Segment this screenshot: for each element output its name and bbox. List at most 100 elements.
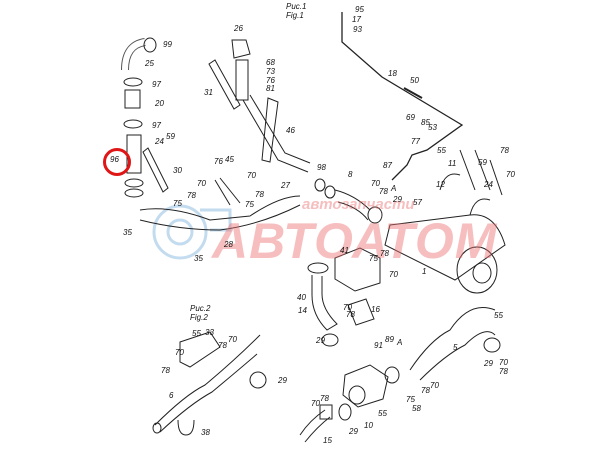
part-number-label: 78: [500, 146, 509, 155]
part-number-label: 25: [145, 59, 154, 68]
part-number-label: 78: [255, 190, 264, 199]
part-number-label: 81: [266, 84, 275, 93]
part-number-label: 41: [340, 246, 349, 255]
pipe-14-assembly: [307, 247, 381, 347]
part-number-label: 55: [437, 146, 446, 155]
part-number-label: 75: [406, 395, 415, 404]
part-number-label: 70: [371, 179, 380, 188]
part-number-label: 28: [224, 240, 233, 249]
part-number-label: 29: [349, 427, 358, 436]
part-number-label: 8: [348, 170, 353, 179]
part-number-label: 70: [311, 399, 320, 408]
part-number-label: 98: [317, 163, 326, 172]
watermark-subtitle: автозапчасти: [302, 196, 415, 213]
part-number-label: 78: [421, 386, 430, 395]
part-number-label: 18: [388, 69, 397, 78]
part-number-label: 99: [163, 40, 172, 49]
part-number-label: 75: [369, 254, 378, 263]
part-number-label: 16: [371, 305, 380, 314]
part-number-label: 55: [378, 409, 387, 418]
part-number-label: 89: [385, 335, 394, 344]
part-number-label: 57: [413, 198, 422, 207]
part-number-label: 24: [484, 180, 493, 189]
pipe-5-assembly: [299, 307, 501, 443]
part-number-label: 27: [281, 181, 290, 190]
pipe-28: [139, 177, 301, 231]
part-number-label: 53: [428, 123, 437, 132]
figure1-caption: Рис.1 Fig.1: [286, 2, 307, 21]
part-number-label: 70: [506, 170, 515, 179]
part-number-label: 78: [187, 191, 196, 200]
part-number-label: 75: [173, 199, 182, 208]
highlight-circle: [103, 148, 131, 176]
part-number-label: 78: [346, 310, 355, 319]
part-number-label: 70: [228, 335, 237, 344]
part-number-label: 12: [436, 180, 445, 189]
watermark-brand: АВТОАТОМ: [212, 213, 498, 269]
part-number-label: 97: [152, 121, 161, 130]
part-number-label: 70: [343, 303, 352, 312]
part-number-label: 78: [218, 341, 227, 350]
figure2-caption: Рис.2 Fig.2: [190, 304, 211, 323]
figure2-title-ru: Рис.2: [190, 304, 211, 313]
part-number-label: 35: [194, 254, 203, 263]
part-number-label: 6: [169, 391, 174, 400]
part-number-label: 68: [266, 58, 275, 67]
part-number-label: 1: [422, 267, 427, 276]
part-number-label: 70: [197, 179, 206, 188]
part-number-label: 46: [286, 126, 295, 135]
part-number-label: 35: [123, 228, 132, 237]
part-number-label: 93: [353, 25, 362, 34]
part-number-label: 96: [110, 155, 119, 164]
figure2-title-en: Fig.2: [190, 312, 208, 322]
part-number-label: 14: [298, 306, 307, 315]
part-number-label: A: [397, 338, 403, 347]
part-number-label: 11: [448, 159, 457, 168]
part-number-label: 78: [320, 394, 329, 403]
muffler-assembly: [334, 149, 506, 294]
part-number-label: 33: [205, 328, 214, 337]
part-number-label: 76: [214, 157, 223, 166]
part-number-label: 29: [393, 195, 402, 204]
part-number-label: 78: [161, 366, 170, 375]
part-number-label: A: [391, 184, 397, 193]
rod-18: [341, 12, 464, 181]
part-number-label: 26: [234, 24, 243, 33]
part-number-label: 70: [247, 171, 256, 180]
part-number-label: 78: [499, 367, 508, 376]
part-number-label: 30: [173, 166, 182, 175]
part-number-label: 70: [175, 348, 184, 357]
part-number-label: 29: [484, 359, 493, 368]
part-number-label: 59: [478, 158, 487, 167]
part-number-label: 69: [406, 113, 415, 122]
part-number-label: 85: [421, 118, 430, 127]
part-number-label: 76: [266, 76, 275, 85]
part-number-label: 70: [389, 270, 398, 279]
upper-pipe-assembly: [208, 39, 336, 199]
part-number-label: 55: [192, 329, 201, 338]
part-number-label: 75: [245, 200, 254, 209]
part-number-label: 97: [152, 80, 161, 89]
part-number-label: 20: [155, 99, 164, 108]
part-number-label: 58: [412, 404, 421, 413]
part-number-label: 55: [494, 311, 503, 320]
part-number-label: 59: [166, 132, 175, 141]
part-number-label: 73: [266, 67, 275, 76]
part-number-label: 10: [364, 421, 373, 430]
part-number-label: 87: [383, 161, 392, 170]
part-number-label: 70: [499, 358, 508, 367]
part-number-label: 50: [410, 76, 419, 85]
part-number-label: 78: [380, 249, 389, 258]
part-number-label: 15: [323, 436, 332, 445]
part-number-label: 45: [225, 155, 234, 164]
figure1-title-ru: Рис.1: [286, 2, 307, 11]
part-number-label: 77: [411, 137, 420, 146]
part-number-label: 95: [355, 5, 364, 14]
part-number-label: 91: [374, 341, 383, 350]
part-number-label: 5: [453, 343, 458, 352]
fig2-pipe-6: [152, 331, 267, 436]
part-number-label: 24: [155, 137, 164, 146]
figure1-title-en: Fig.1: [286, 10, 304, 20]
part-number-label: 70: [430, 381, 439, 390]
